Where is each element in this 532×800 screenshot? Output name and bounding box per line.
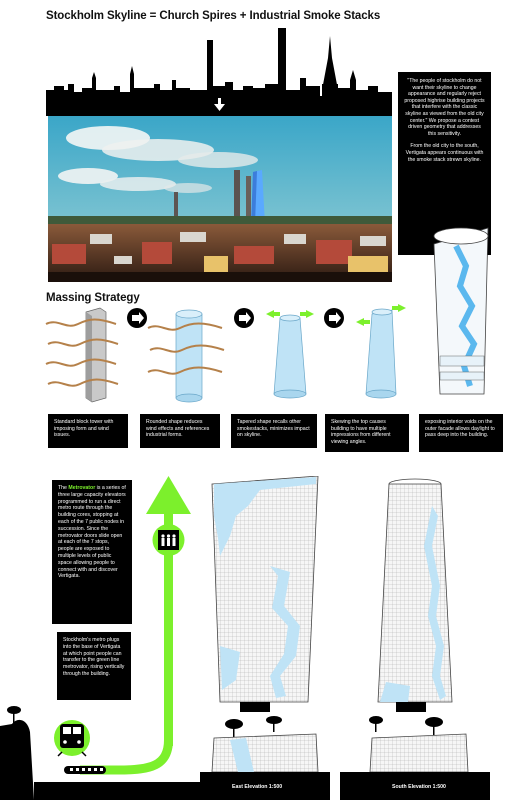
massing-diagrams	[45, 304, 406, 403]
massing-step-tapered	[266, 310, 314, 399]
down-arrow-icon	[214, 98, 225, 111]
quote-paragraph-2: From the old city to the south, Vertigat…	[405, 143, 484, 163]
tree-icon	[369, 716, 443, 736]
metrovator-term: Metrovator	[68, 485, 96, 491]
massing-step-skewed	[356, 304, 406, 399]
east-elevation-label: East Elevation 1:500	[232, 784, 283, 790]
massing-caption-3: Tapered shape recalls other smokestacks,…	[231, 414, 317, 448]
train-icon	[54, 720, 90, 757]
quote-paragraph-1: "The people of stockholm do not want the…	[404, 78, 485, 137]
page-title: Stockholm Skyline = Church Spires + Indu…	[46, 10, 381, 22]
south-elevation-drawing	[340, 478, 490, 800]
tree-icon	[7, 706, 21, 724]
massing-caption-2: Rounded shape reduces wind effects and r…	[140, 414, 220, 448]
massing-title: Massing Strategy	[46, 292, 140, 304]
arrow-right-icon	[127, 308, 147, 328]
metro-train-icon	[64, 766, 106, 774]
massing-caption-5: exposing interior voids on the outer fac…	[419, 414, 503, 452]
metrovator-info-box: The Metrovator is a series of three larg…	[52, 480, 132, 624]
metrovator-diagram	[0, 476, 200, 800]
east-elevation-drawing	[200, 476, 330, 800]
massing-step-block	[45, 307, 119, 403]
skyline-silhouette	[46, 28, 392, 116]
massing-caption-4: Skewing the top causes building to have …	[325, 414, 409, 452]
massing-caption-1: Standard block tower with imposing form …	[48, 414, 128, 448]
tower-perspective	[433, 227, 489, 395]
metrovator-intro: The	[58, 485, 67, 491]
arrow-right-icon	[234, 308, 254, 328]
metro-info-box: Stockholm's metro plugs into the base of…	[57, 632, 131, 700]
metrovator-text: is a series of three large capacity elev…	[58, 485, 126, 580]
quote-box: "The people of stockholm do not want the…	[398, 72, 491, 255]
south-elevation-label: South Elevation 1:500	[392, 784, 446, 790]
elevator-icon	[152, 524, 185, 556]
tree-icon	[225, 716, 282, 738]
massing-step-cylinder	[147, 309, 225, 403]
arrow-right-icon	[324, 308, 344, 328]
stockholm-photo	[48, 116, 392, 282]
